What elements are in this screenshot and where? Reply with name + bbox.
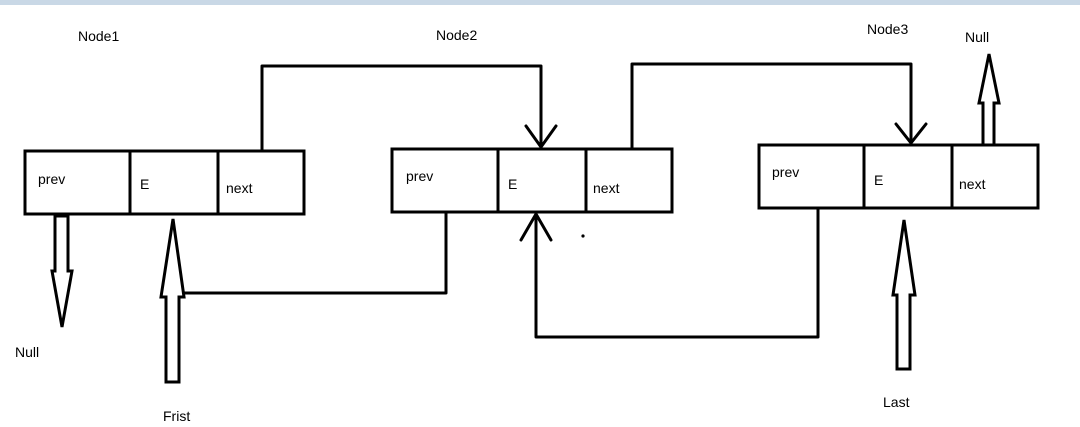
node1-next-to-node2-arrow (260, 64, 558, 153)
node1-element-label: E (140, 176, 149, 192)
node1-prev-label: prev (38, 171, 65, 187)
node3-next-label: next (959, 176, 986, 192)
node1-outline (23, 149, 306, 216)
node3-prev-label: prev (772, 164, 799, 180)
node1-next-label: next (226, 180, 253, 196)
node2-element-label: E (508, 176, 517, 192)
top-border (0, 0, 1080, 5)
null-right-label: Null (965, 29, 989, 45)
last-label: Last (883, 394, 910, 410)
node3-next-null-arrow (977, 53, 1001, 147)
node2-next-to-node3-arrow (630, 62, 928, 151)
null-left-label: Null (15, 344, 39, 360)
node1-box (23, 149, 306, 216)
node2-title: Node2 (436, 27, 477, 43)
stray-dot (581, 234, 585, 238)
node3-title: Node3 (867, 21, 908, 37)
last-pointer-arrow (891, 219, 917, 371)
node3-outline (757, 143, 1040, 210)
node3-box (757, 143, 1040, 210)
node3-element-label: E (874, 172, 883, 188)
node2-prev-label: prev (406, 168, 433, 184)
node3-prev-to-node2-arrow (519, 206, 820, 339)
first-pointer-arrow (159, 218, 186, 384)
node1-title: Node1 (78, 28, 119, 44)
node1-prev-null-arrow (50, 214, 74, 328)
node2-next-label: next (593, 180, 620, 196)
node2-box (390, 147, 674, 214)
node2-prev-to-node1-line (180, 210, 448, 295)
node2-outline (390, 147, 674, 214)
first-label: Frist (163, 408, 190, 424)
